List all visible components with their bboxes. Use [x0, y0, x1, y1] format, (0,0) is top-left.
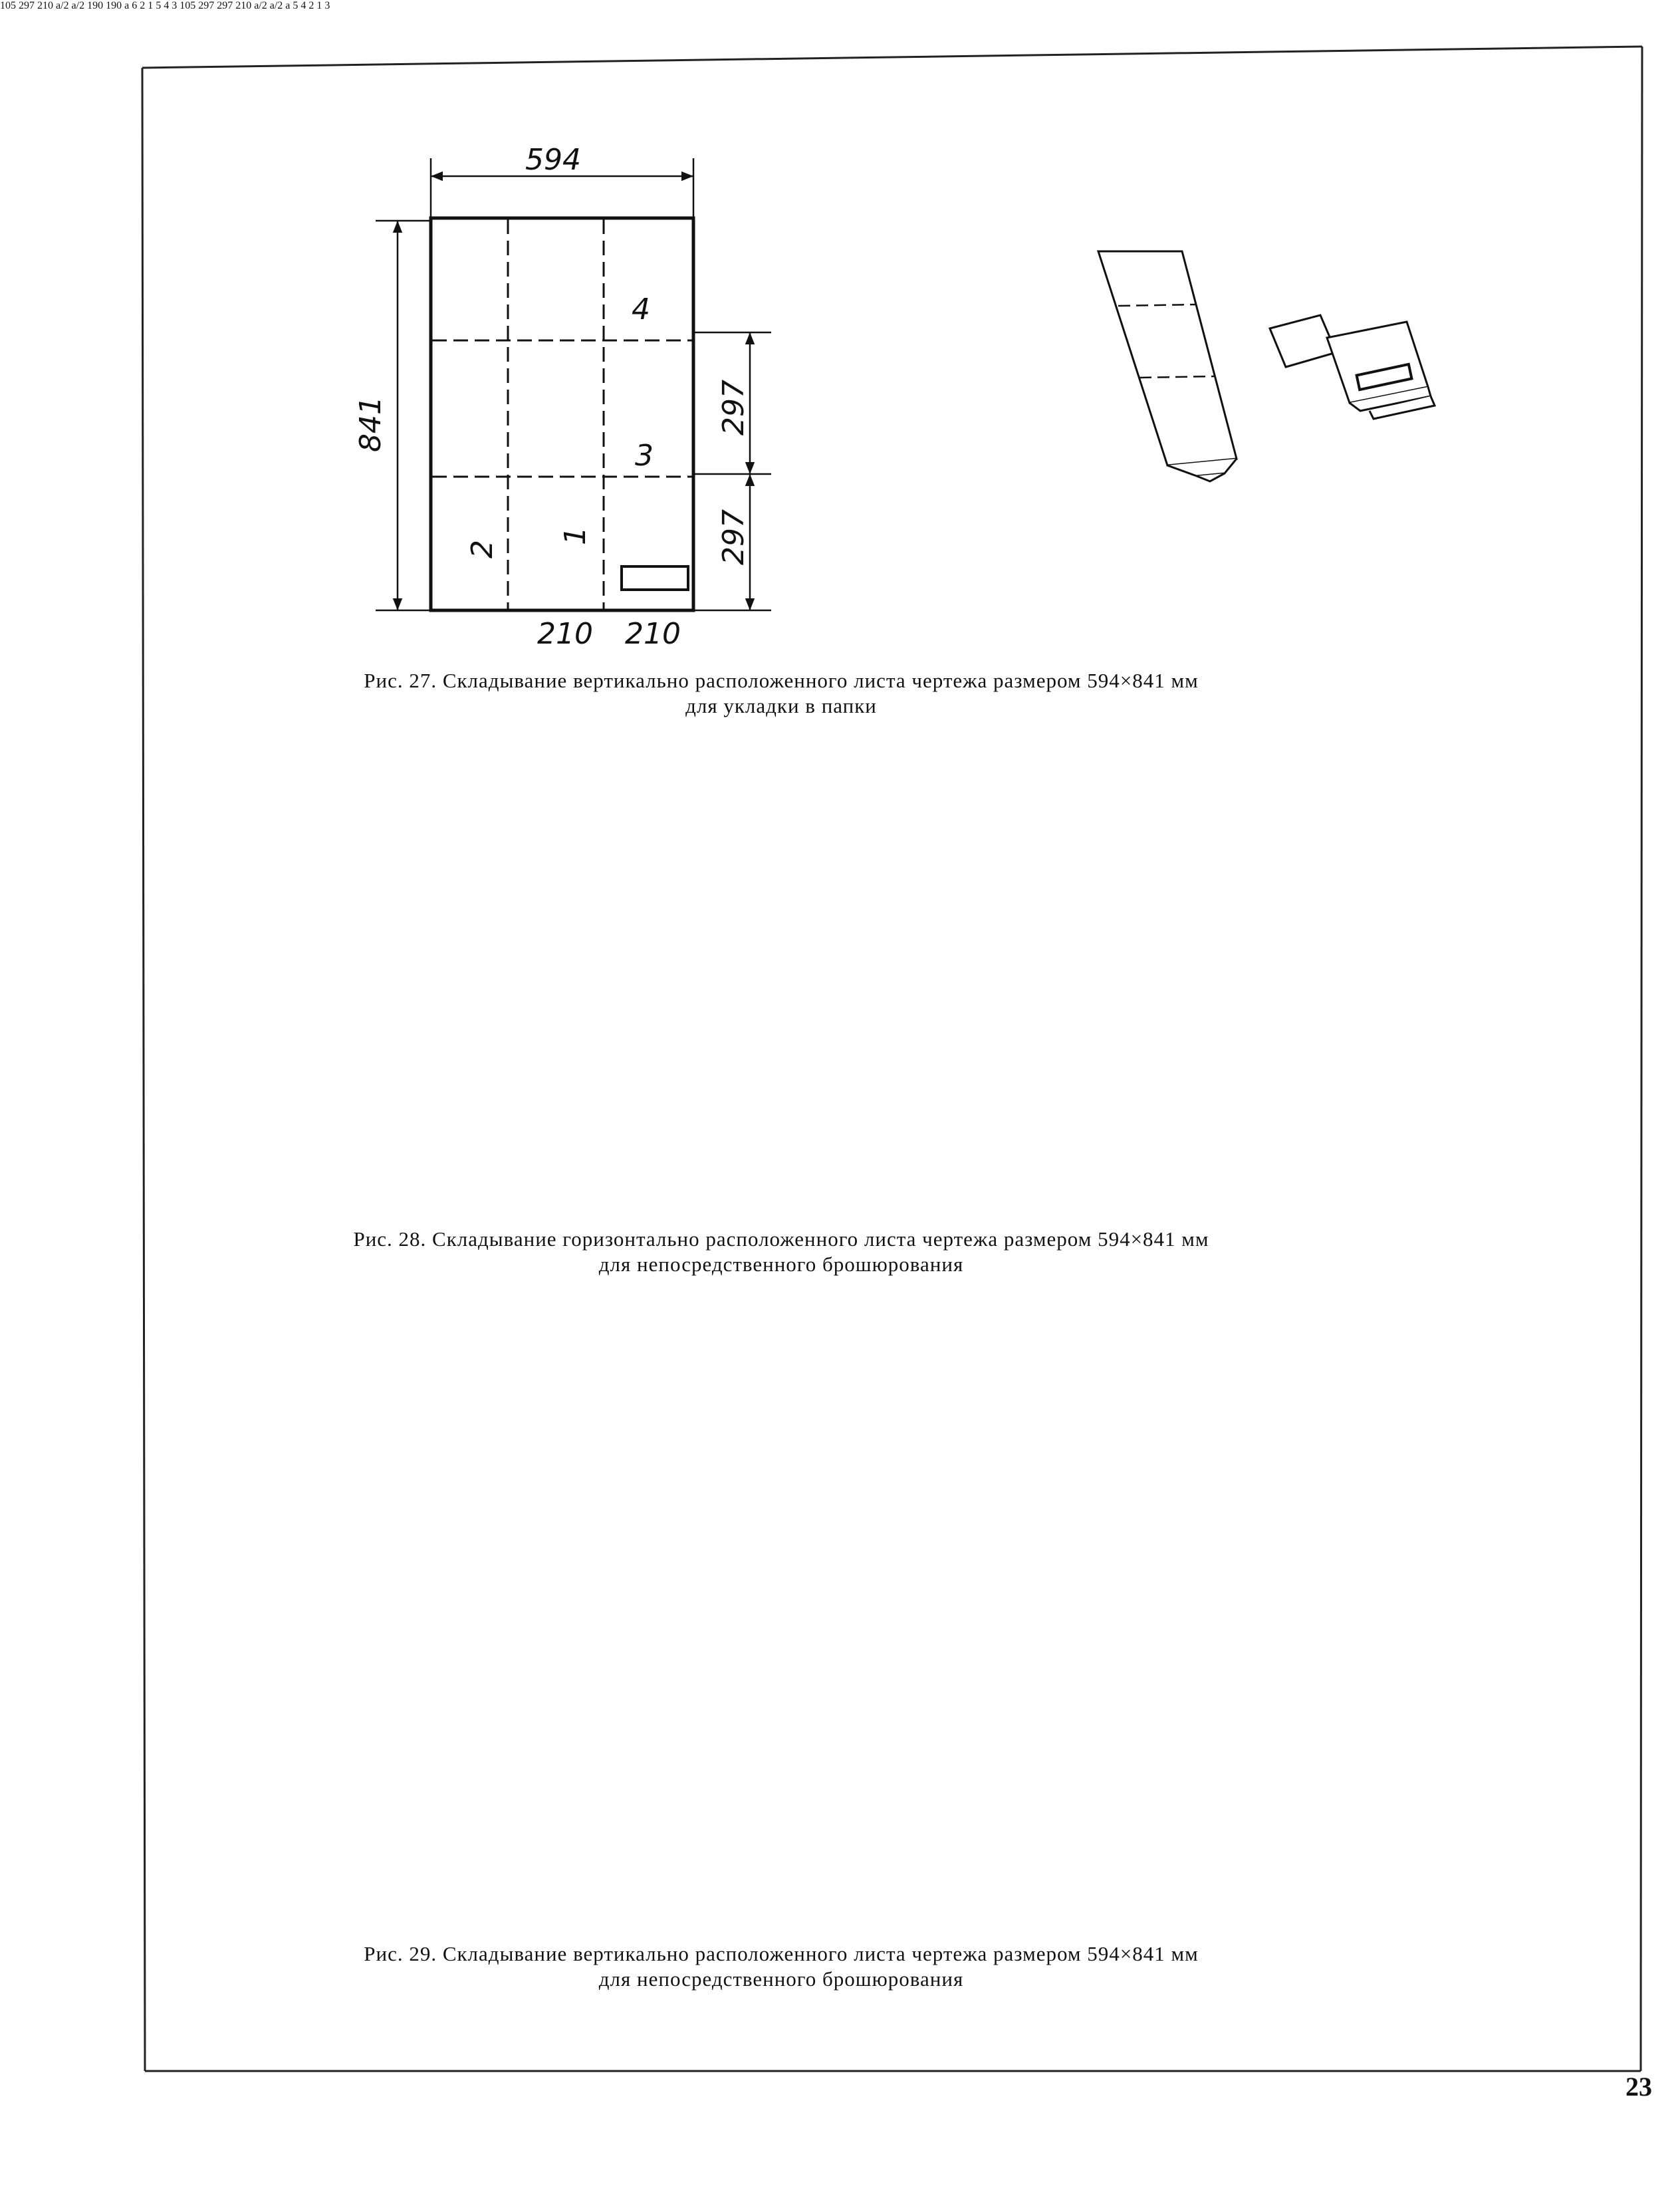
- fig28-dim-a: a: [124, 0, 130, 11]
- fig27-fold-number-3: 3: [635, 439, 654, 473]
- fig27-fold-number-4: 4: [632, 293, 650, 326]
- fig29-caption-line2: для непосредственного брошюрования: [598, 1967, 964, 1991]
- fig29-caption-line1: Рис. 29. Складывание вертикально располо…: [364, 1942, 1199, 1965]
- fig27-dim-panel-h2: 297: [717, 509, 751, 565]
- fig29-labels: 105 297 297 210 a/2 a/2 a 5 4 2 1 3: [180, 0, 330, 11]
- fig29-fold-number-2: 2: [308, 0, 314, 11]
- page-border: [141, 45, 1643, 2072]
- fig29-dim-w2: a/2: [254, 0, 267, 11]
- fig28-dim-top: 105: [0, 0, 16, 11]
- fig28-fold-number-2: 2: [140, 0, 146, 11]
- fig28-dim-w4: 190: [87, 0, 104, 11]
- fig27-dim-width: 594: [525, 143, 581, 177]
- fig28-labels: 105 297 210 a/2 a/2 190 190 a 6 2 1 5 4 …: [0, 0, 180, 11]
- fig29-fold-number-5: 5: [293, 0, 299, 11]
- fig27-dim-panel-w1: 210: [537, 617, 593, 651]
- fig28-dim-w1: 210: [37, 0, 53, 11]
- fig28-fold-number-1: 1: [148, 0, 154, 11]
- fig29-fold-number-3: 3: [324, 0, 330, 11]
- fig27-drawing: [376, 158, 771, 612]
- fig29-dim-w3: a/2: [269, 0, 283, 11]
- fig28-caption-line1: Рис. 28. Складывание горизонтально распо…: [353, 1227, 1209, 1251]
- fig29-fold-number-4: 4: [300, 0, 306, 11]
- fig28-fold-number-6: 6: [132, 0, 138, 11]
- fig27-dim-panel-w2: 210: [625, 617, 681, 651]
- fig27-dim-height: 841: [354, 396, 388, 452]
- page-number: 23: [1625, 2072, 1652, 2102]
- fig27-dim-panel-h1: 297: [717, 380, 751, 435]
- fig28-fold-number-3: 3: [172, 0, 178, 11]
- fig27-fold-number-1: 1: [558, 527, 592, 545]
- fig27-labels: 594 841 297 297 210 210 4 3 2 1: [354, 143, 751, 651]
- fig27-folding-sketch: [1096, 250, 1437, 483]
- fig27-fold-number-2: 2: [465, 540, 499, 558]
- fig28-dim-panel-h: 297: [19, 0, 35, 11]
- fig29-dim-w1: 210: [235, 0, 252, 11]
- fig27-caption-line2: для укладки в папки: [685, 694, 877, 717]
- fig29-fold-number-1: 1: [316, 0, 322, 11]
- fig28-dim-w3: a/2: [71, 0, 85, 11]
- fig29-dim-panel-h2: 297: [217, 0, 233, 11]
- fig27-caption: Рис. 27. Складывание вертикально располо…: [266, 668, 1296, 719]
- fig28-caption: Рис. 28. Складывание горизонтально распо…: [266, 1227, 1296, 1277]
- fig29-dim-top: 105: [180, 0, 196, 11]
- fig29-dim-panel-h1: 297: [198, 0, 215, 11]
- fig28-dim-w5: 190: [106, 0, 122, 11]
- fig27-caption-line1: Рис. 27. Складывание вертикально располо…: [364, 669, 1199, 692]
- fig28-fold-number-5: 5: [156, 0, 162, 11]
- fig29-caption: Рис. 29. Складывание вертикально располо…: [266, 1941, 1296, 1992]
- fig29-dim-a: a: [285, 0, 291, 11]
- fig28-caption-line2: для непосредственного брошюрования: [598, 1253, 964, 1276]
- fig28-fold-number-4: 4: [164, 0, 170, 11]
- fig28-dim-w2: a/2: [56, 0, 69, 11]
